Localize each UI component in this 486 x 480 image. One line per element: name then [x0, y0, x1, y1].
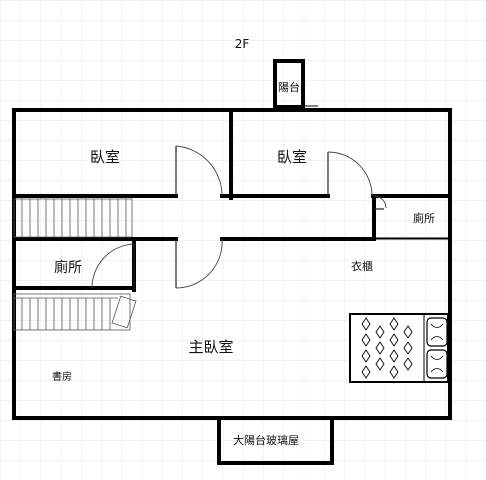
floor-label: 2F: [235, 37, 250, 51]
bed-icon: [349, 313, 449, 383]
label-big-balcony: 大陽台玻璃屋: [233, 433, 299, 447]
label-toilet-left: 廁所: [54, 259, 82, 276]
door-toilet-right: [373, 195, 387, 210]
label-balcony-small: 陽台: [278, 80, 300, 94]
label-study: 書房: [52, 370, 72, 383]
label-bedroom-left: 臥室: [90, 148, 120, 166]
door-master-bedroom: [175, 238, 223, 289]
balcony-small-walls: [273, 59, 305, 109]
door-bedroom-right: [327, 151, 373, 197]
label-wardrobe: 衣櫃: [351, 259, 373, 273]
stairs-upper: [13, 198, 133, 238]
door-toilet-left: [91, 243, 135, 290]
label-bedroom-right: 臥室: [277, 148, 307, 166]
label-toilet-right: 廁所: [413, 211, 435, 225]
door-bedroom-left: [175, 145, 223, 197]
stairs-lower: [13, 293, 137, 331]
label-master-bedroom: 主臥室: [188, 338, 233, 356]
big-balcony-walls: [217, 416, 334, 465]
